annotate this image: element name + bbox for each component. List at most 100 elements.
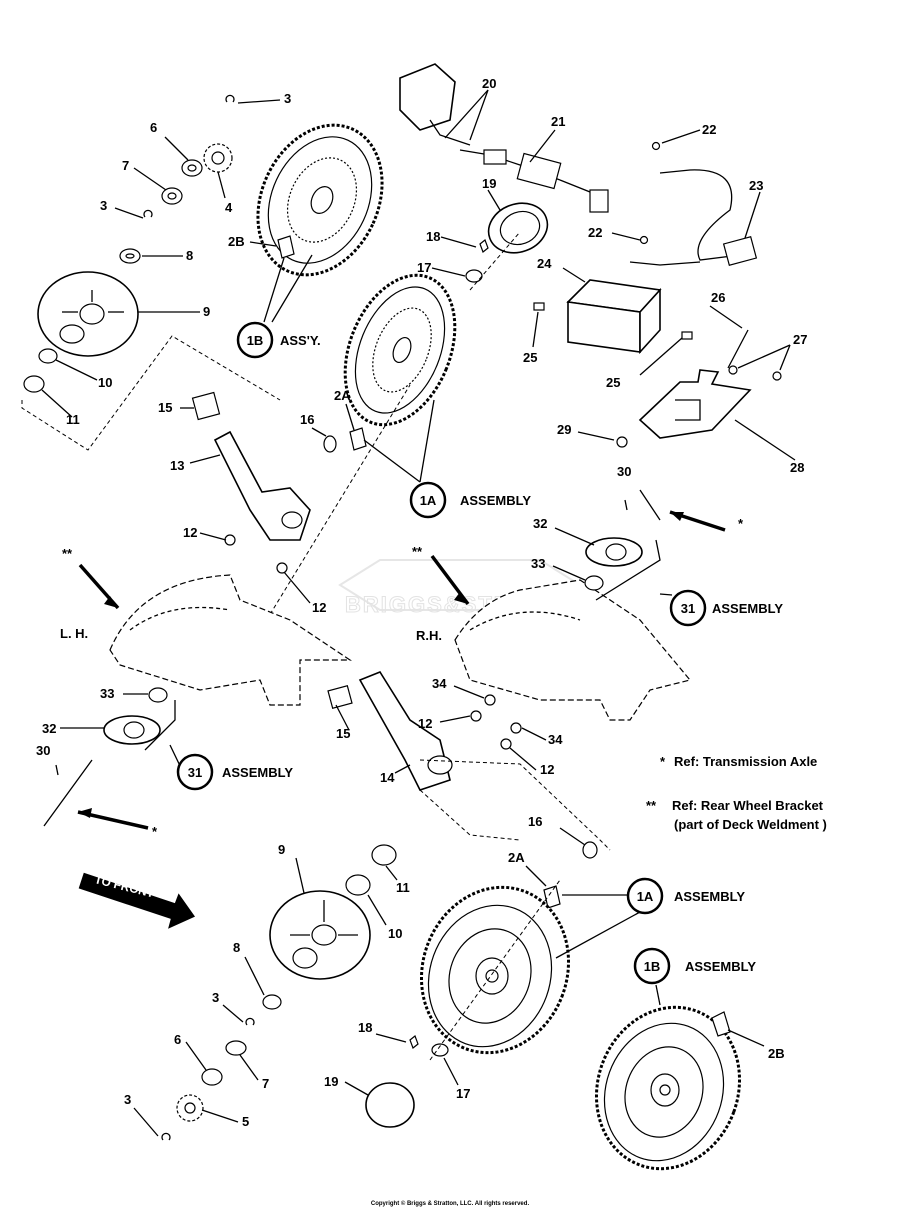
clip-3b [143,209,153,218]
callout: 29 [557,422,571,437]
pin-30b [55,764,59,776]
wheel-1a-upper [343,273,457,427]
bolt-34a [484,694,496,706]
callout: 15 [158,400,172,415]
note-symbol: ** [646,798,657,813]
assembly-id: 31 [681,601,695,616]
callout: 26 [711,290,725,305]
callout: 12 [183,525,197,540]
callout: 11 [66,412,80,427]
bolt-26 [727,329,749,369]
note-text: Ref: Transmission Axle [674,754,817,769]
harness-21 [459,149,609,213]
ring-11b [371,844,397,866]
axle-pin-rh [639,489,661,521]
bolt-34b [510,722,522,734]
washer-7b [225,1040,247,1056]
callout: 15 [336,726,350,741]
assembly-label: ASSEMBLY [685,959,756,974]
copyright: Copyright © Briggs & Stratton, LLC. All … [371,1200,530,1207]
callout: 5 [242,1114,249,1129]
assembly-1b-upper: 1B ASS'Y. [236,321,321,359]
callout: 34 [432,676,447,691]
callout: 11 [396,880,410,895]
callout-star: * [738,516,744,531]
assembly-id: 1A [637,889,654,904]
washer-17a [465,269,483,283]
callouts: 3 6 7 4 3 2B 8 9 10 11 20 21 22 23 19 18… [36,76,807,1129]
callout: 3 [212,990,219,1005]
ring-10b [345,874,371,896]
hub-32a [585,537,643,567]
callout: 18 [426,229,440,244]
washer-33a [584,575,604,591]
wheel-1b-upper [256,123,384,277]
notes: * Ref: Transmission Axle ** Ref: Rear Wh… [646,754,827,832]
bumper-15b [327,684,353,710]
callout: 2B [228,234,245,249]
ring-16b [582,841,598,859]
wheel-1b-lower [594,1005,742,1171]
wheel-1a-lower [419,885,571,1055]
side-label-rh: R.H. [416,628,442,643]
ring-11a [23,375,45,393]
assembly-id: 1B [644,959,661,974]
bolt-12a [224,534,236,546]
callout: 34 [548,732,563,747]
assembly-label: ASSEMBLY [674,889,745,904]
battery-24 [566,279,662,355]
callout: 2A [508,850,525,865]
callout: 30 [36,743,50,758]
cap-19b [365,1082,415,1128]
side-label-lh: L. H. [60,626,88,641]
callout: 10 [98,375,112,390]
callout: 18 [358,1020,372,1035]
callout: 33 [100,686,114,701]
bushing-2a-upper [349,427,367,451]
bracket-28 [638,369,752,439]
callout: 16 [528,814,542,829]
callout: 24 [537,256,552,271]
callout: 13 [170,458,184,473]
clip-3c [245,1017,255,1026]
screw-22a [651,141,661,151]
callout: 9 [203,304,210,319]
callout: 17 [417,260,431,275]
callout: 25 [606,375,620,390]
nut-29 [616,436,628,448]
assembly-id: 1A [420,493,437,508]
bolt-12c [470,710,482,722]
callout: 32 [42,721,56,736]
key-18b [409,1035,419,1049]
callout-star: ** [62,546,73,561]
bolt-12b [276,562,288,574]
clip-25b [681,331,693,340]
cable-23 [629,169,758,266]
axle-pin-lh [43,759,93,827]
callout: 7 [262,1076,269,1091]
key-18a [479,239,489,253]
bushing-2a-lower [543,885,561,909]
arm-13 [213,430,311,541]
rear-wheel-bracket-lh [109,574,352,706]
assembly-label: ASSEMBLY [222,765,293,780]
callout-star: ** [412,544,423,559]
note-text-sub: (part of Deck Weldment ) [674,817,827,832]
callout: 3 [124,1092,131,1107]
washer-33b [148,687,168,703]
bolt-12d [500,738,512,750]
callout: 3 [100,198,107,213]
assembly-1b-lower: 1B ASSEMBLY [633,947,756,985]
callout: 2A [334,388,351,403]
callout: 6 [174,1032,181,1047]
clip-3d [161,1132,171,1141]
washer-17b [431,1043,449,1057]
callout: 25 [523,350,537,365]
leader-lines [41,89,796,1137]
note-text: Ref: Rear Wheel Bracket [672,798,824,813]
callout: 27 [793,332,807,347]
charger-20 [399,63,471,146]
callout: 32 [533,516,547,531]
callout: 8 [233,940,240,955]
